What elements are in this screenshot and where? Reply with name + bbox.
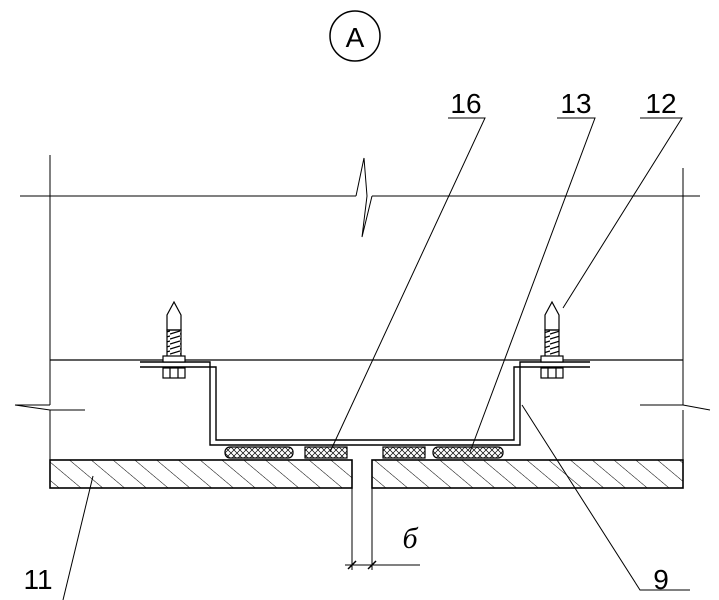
seal-tape-right xyxy=(432,446,504,459)
slab-right xyxy=(371,459,684,489)
bolt-head-left xyxy=(162,367,186,379)
bolt-heads xyxy=(162,367,564,379)
slab-left xyxy=(49,459,353,489)
sealant-strip-right xyxy=(382,446,426,459)
callout-11: 11 xyxy=(23,564,52,595)
seal-tape-left xyxy=(224,446,294,459)
break-symbol-top xyxy=(355,157,373,238)
right-break-symbol xyxy=(640,404,711,411)
hat-profile xyxy=(140,361,590,446)
profile-outer xyxy=(140,361,590,446)
screw-left xyxy=(162,300,186,363)
leader-9 xyxy=(521,404,690,591)
leader-11 xyxy=(62,475,94,600)
leaders xyxy=(62,117,690,600)
callout-9: 9 xyxy=(653,564,669,595)
upper-structure xyxy=(14,155,711,460)
gap-dimension-label: б xyxy=(402,522,418,555)
bolt-head-right xyxy=(540,367,564,379)
base-slabs xyxy=(49,459,684,489)
gap-dimension xyxy=(345,488,420,570)
leader-16 xyxy=(329,117,486,453)
leader-13 xyxy=(469,117,596,453)
leader-12 xyxy=(562,117,683,309)
screw-right xyxy=(540,300,564,363)
sealant-strip-left xyxy=(304,446,348,459)
callout-13: 13 xyxy=(560,88,591,119)
profile-inner xyxy=(140,366,590,441)
detail-marker-label: A xyxy=(346,22,365,53)
seal-tapes xyxy=(224,446,504,459)
callout-12: 12 xyxy=(645,88,676,119)
callout-16: 16 xyxy=(450,88,481,119)
left-break-symbol xyxy=(14,404,85,411)
detail-marker: A xyxy=(329,10,381,62)
detail-marker-circle xyxy=(329,10,381,62)
